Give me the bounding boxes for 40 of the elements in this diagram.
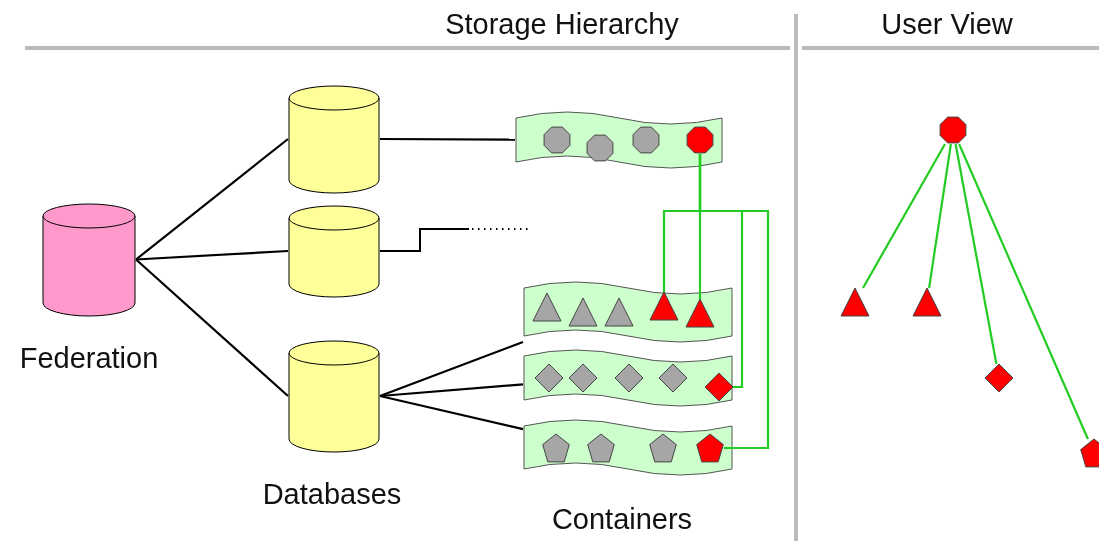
connector-line xyxy=(698,154,770,450)
connector-line xyxy=(928,143,952,289)
connector-line xyxy=(379,228,531,252)
diamond-marker xyxy=(704,372,734,402)
group-label: Containers xyxy=(551,503,693,536)
pentagon-marker xyxy=(1080,438,1099,468)
diamond-marker xyxy=(614,363,644,393)
connector-line xyxy=(380,137,515,141)
diamond-marker xyxy=(568,363,598,393)
connector-line xyxy=(958,143,1089,440)
database-cylinder xyxy=(288,85,380,194)
diamond-marker xyxy=(984,363,1014,393)
triangle-marker xyxy=(604,297,634,327)
triangle-marker xyxy=(912,287,942,317)
node-caption: Federation xyxy=(19,342,159,375)
pentagon-marker xyxy=(587,433,615,463)
pentagon-marker xyxy=(696,433,724,463)
connector-line xyxy=(379,340,524,398)
diamond-marker xyxy=(658,363,688,393)
pentagon-marker xyxy=(542,433,570,463)
triangle-marker xyxy=(532,292,562,322)
triangle-marker xyxy=(568,297,598,327)
connector-line xyxy=(135,138,289,261)
triangle-marker xyxy=(840,287,870,317)
triangle-marker xyxy=(685,298,715,328)
section-heading: Storage Hierarchy xyxy=(445,8,679,41)
group-label: Databases xyxy=(262,478,402,511)
connector-line xyxy=(135,249,289,261)
database-cylinder xyxy=(288,340,380,453)
connector-line xyxy=(862,143,946,289)
connector-line xyxy=(135,258,289,397)
connector-line xyxy=(954,143,998,365)
section-heading: User View xyxy=(881,8,1013,41)
database-cylinder xyxy=(288,205,380,298)
diamond-marker xyxy=(534,363,564,393)
connector-line xyxy=(379,394,524,431)
database-cylinder xyxy=(42,203,136,317)
octagon-marker xyxy=(939,116,967,144)
pentagon-marker xyxy=(649,433,677,463)
triangle-marker xyxy=(649,291,679,321)
